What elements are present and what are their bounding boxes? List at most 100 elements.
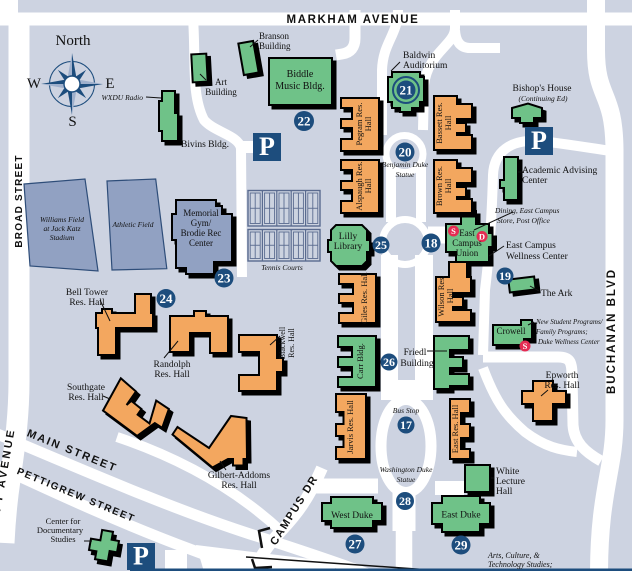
svg-text:Hall: Hall [496,487,513,497]
svg-text:25: 25 [375,238,387,252]
svg-text:Building: Building [400,359,434,369]
svg-text:Brown Res.: Brown Res. [434,166,444,206]
svg-text:21: 21 [400,82,413,97]
svg-text:Res. Hall: Res. Hall [287,327,296,358]
svg-text:East Res. Hall: East Res. Hall [450,404,460,453]
svg-text:Arts, Culture, &: Arts, Culture, & [487,551,540,560]
svg-text:Res. Hall: Res. Hall [544,381,580,391]
svg-text:BUCHANAN BLVD: BUCHANAN BLVD [606,268,618,394]
svg-text:Statue: Statue [397,475,416,484]
svg-text:BROAD STREET: BROAD STREET [14,154,25,247]
svg-text:Res. Hall: Res. Hall [221,481,257,491]
svg-text:E: E [105,76,114,92]
svg-text:Tennis Courts: Tennis Courts [261,263,303,272]
svg-text:Campus: Campus [452,238,482,248]
svg-text:Athletic Field: Athletic Field [111,220,153,229]
svg-text:New Student Programs/: New Student Programs/ [535,318,604,326]
svg-text:Washington Duke: Washington Duke [380,465,434,474]
svg-text:Documentary: Documentary [37,525,84,535]
svg-text:Studies: Studies [50,534,75,544]
svg-text:Auditorium: Auditorium [403,61,448,71]
svg-text:Friedl: Friedl [404,348,427,358]
svg-text:Bivins Bldg.: Bivins Bldg. [181,140,229,150]
svg-text:27: 27 [349,536,363,551]
svg-text:S: S [68,114,76,130]
svg-text:MARKHAM AVENUE: MARKHAM AVENUE [287,14,420,26]
svg-text:WXDU Radio: WXDU Radio [102,93,144,102]
svg-text:Hall: Hall [445,288,455,303]
svg-text:P: P [259,132,275,161]
svg-text:East Campus: East Campus [506,241,556,251]
svg-text:Crowell: Crowell [497,326,526,336]
svg-text:Wilson Res.: Wilson Res. [436,275,446,316]
svg-text:Music Bldg.: Music Bldg. [275,81,324,92]
svg-text:P: P [531,126,547,155]
svg-text:Technology Studies;: Technology Studies; [488,560,553,569]
svg-text:Jarvis Res. Hall: Jarvis Res. Hall [345,400,355,454]
svg-text:Res. Hall: Res. Hall [69,298,105,308]
svg-text:West Duke: West Duke [331,511,373,521]
svg-text:Biddle: Biddle [287,69,314,80]
svg-text:26: 26 [383,355,395,369]
svg-text:P: P [133,542,149,571]
svg-text:Center: Center [522,176,548,186]
svg-text:Epworth: Epworth [546,371,579,381]
svg-text:Stadium: Stadium [50,233,75,242]
svg-text:(Continuing Ed): (Continuing Ed) [519,94,568,103]
svg-text:Statue: Statue [396,170,415,179]
svg-text:17: 17 [400,418,412,432]
svg-text:Lecture: Lecture [496,477,525,487]
svg-text:Brodie Rec: Brodie Rec [181,228,222,238]
svg-text:Res. Hall: Res. Hall [154,370,190,380]
svg-text:28: 28 [399,494,411,508]
svg-text:Baldwin: Baldwin [403,51,435,61]
svg-text:Family Programs;: Family Programs; [535,328,588,336]
svg-text:Giles Res. Hall: Giles Res. Hall [359,272,369,324]
svg-text:Memorial: Memorial [183,208,219,218]
svg-text:29: 29 [455,537,469,552]
svg-text:Bishop's House: Bishop's House [513,84,572,94]
svg-text:Benjamin Duke: Benjamin Duke [382,160,429,169]
svg-text:Blackwell: Blackwell [278,326,287,359]
svg-text:Gym/: Gym/ [191,218,212,228]
svg-text:Hall: Hall [363,178,373,193]
svg-text:Hall: Hall [443,178,453,193]
svg-text:Hall: Hall [443,115,453,130]
svg-text:23: 23 [218,270,232,285]
svg-text:Dining, East Campus: Dining, East Campus [494,206,559,215]
svg-text:W: W [27,76,42,92]
svg-text:Academic Advising: Academic Advising [522,166,597,176]
svg-text:Building: Building [259,41,291,51]
svg-text:19: 19 [499,269,511,283]
svg-text:18: 18 [425,235,439,250]
svg-text:North: North [56,33,91,49]
svg-text:Library: Library [334,242,363,252]
svg-text:Gilbert-Addoms: Gilbert-Addoms [208,471,271,481]
svg-text:Wellness Center: Wellness Center [506,252,569,262]
svg-text:Southgate: Southgate [67,383,105,393]
svg-text:The Ark: The Ark [541,289,573,299]
svg-text:S: S [523,341,528,351]
svg-text:Center for: Center for [46,516,81,526]
svg-text:Hall: Hall [363,116,373,131]
svg-text:D: D [479,231,485,241]
svg-text:Bell Tower: Bell Tower [66,288,109,298]
svg-text:Bus Stop: Bus Stop [393,406,420,415]
svg-text:20: 20 [399,144,412,159]
svg-text:Union: Union [456,248,479,258]
svg-text:East Duke: East Duke [441,511,480,521]
svg-text:Building: Building [205,87,237,97]
svg-text:White: White [496,467,519,477]
svg-text:Carr Bldg.: Carr Bldg. [355,343,365,379]
svg-text:22: 22 [298,113,311,128]
svg-text:Art: Art [215,77,227,87]
svg-text:Williams Field: Williams Field [40,215,84,224]
svg-text:East: East [459,228,475,238]
svg-text:Pegram Res.: Pegram Res. [354,103,364,146]
svg-text:Res. Hall: Res. Hall [68,393,104,403]
svg-text:S: S [451,226,456,236]
svg-text:24: 24 [160,291,174,306]
svg-text:Duke Wellness Center: Duke Wellness Center [537,338,600,346]
svg-text:Branson: Branson [259,31,289,41]
svg-text:Bassett Res.: Bassett Res. [434,102,444,144]
